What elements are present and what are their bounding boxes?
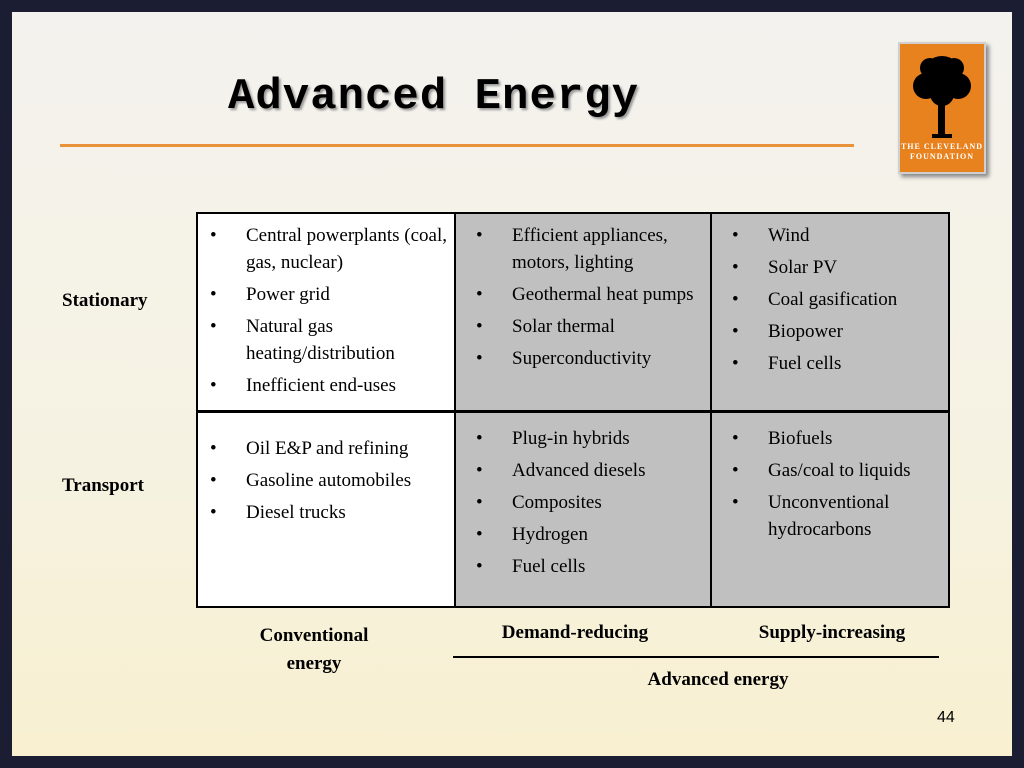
cell-stationary-conventional: Central powerplants (coal, gas, nuclear)… [198,214,454,410]
bullet-item: Power grid [198,281,454,308]
bullet-item: Solar thermal [464,313,710,340]
bullet-item: Gasoline automobiles [198,467,454,494]
col-label-conventional: Conventional energy [259,625,369,674]
bullet-item: Central powerplants (coal, gas, nuclear) [198,222,454,276]
slide: Advanced Energy THE CLEVELAND FOUNDATION… [12,12,1012,756]
row-label-transport: Transport [62,475,144,496]
bullet-item: Diesel trucks [198,499,454,526]
bullet-item: Gas/coal to liquids [720,457,948,484]
bullet-item: Coal gasification [720,286,948,313]
bullet-item: Oil E&P and refining [198,435,454,462]
col-label-supply: Supply-increasing [758,622,906,643]
cleveland-foundation-logo: THE CLEVELAND FOUNDATION [898,42,986,174]
bullet-item: Geothermal heat pumps [464,281,710,308]
advanced-energy-bracket [453,656,939,658]
bullet-item: Plug-in hybrids [464,425,710,452]
logo-line2: FOUNDATION [909,152,975,161]
bullet-item: Solar PV [720,254,948,281]
bullet-item: Fuel cells [720,350,948,377]
tree-icon [913,56,971,138]
bullet-item: Superconductivity [464,345,710,372]
col-label-demand: Demand-reducing [501,622,649,643]
bullet-item: Fuel cells [464,553,710,580]
bullet-item: Unconventional hydrocarbons [720,489,948,543]
slide-title: Advanced Energy [228,72,640,122]
bullet-item: Biofuels [720,425,948,452]
grid-divider-h [198,410,948,413]
bullet-item: Efficient appliances, motors, lighting [464,222,710,276]
bullet-item: Natural gas heating/distribution [198,313,454,367]
bullet-item: Composites [464,489,710,516]
cell-transport-supply: BiofuelsGas/coal to liquidsUnconventiona… [712,413,948,606]
cell-stationary-supply: WindSolar PV Coal gasificationBiopowerFue… [712,214,948,410]
cell-transport-demand: Plug-in hybridsAdvanced dieselsComposite… [456,413,710,606]
row-label-stationary: Stationary [62,290,148,311]
logo-line1: THE CLEVELAND [900,142,984,151]
bullet-item: Inefficient end-uses [198,372,454,399]
bullet-item: Wind [720,222,948,249]
energy-matrix: Central powerplants (coal, gas, nuclear)… [196,212,950,608]
cell-transport-conventional: Oil E&P and refiningGasoline automobiles… [198,413,454,606]
bullet-item: Hydrogen [464,521,710,548]
bullet-item: Advanced diesels [464,457,710,484]
page-number: 44 [937,709,955,726]
cell-stationary-demand: Efficient appliances, motors, lightingGe… [456,214,710,410]
col-label-advanced: Advanced energy [647,669,789,690]
bullet-item: Biopower [720,318,948,345]
title-underline [60,144,854,147]
